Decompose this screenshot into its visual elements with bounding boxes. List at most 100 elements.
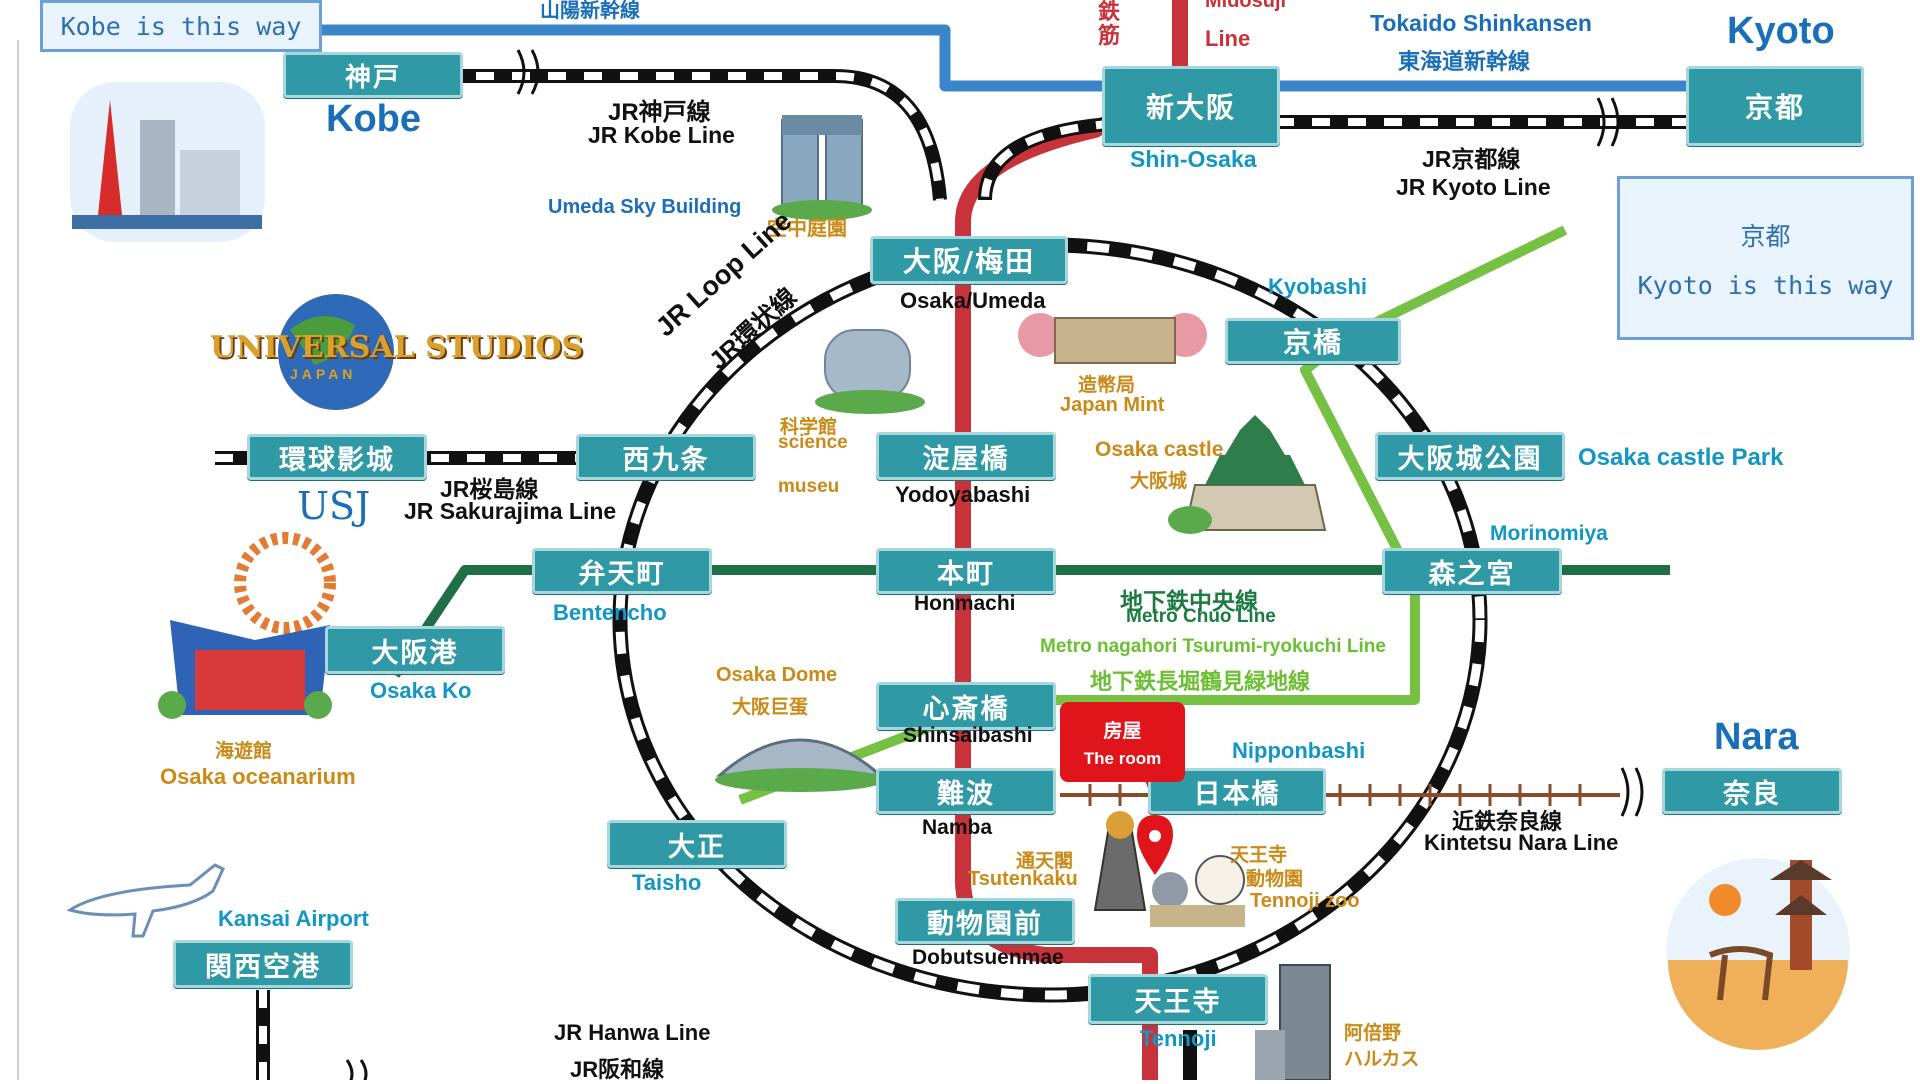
- tsutenkaku-illustration: [1093, 811, 1147, 911]
- midosuji-line: [955, 0, 1188, 1080]
- dome-en-label: Osaka Dome: [716, 664, 838, 686]
- jr-sakurajima-en-label: JR Sakurajima Line: [404, 498, 617, 524]
- zoo-jp1-label: 天王寺: [1230, 845, 1288, 866]
- airplane-illustration: [66, 863, 225, 938]
- yodoyabashi-en-label: Yodoyabashi: [895, 482, 1031, 507]
- nara-illustration: [1666, 858, 1850, 1050]
- station-honmachi-label: 本町: [937, 558, 995, 590]
- station-yodoyabashi-label: 淀屋橋: [922, 443, 1010, 475]
- osaka-castle-illustration: [1168, 415, 1327, 534]
- osaka-umeda-en-label: Osaka/Umeda: [900, 288, 1046, 313]
- kobe-direction-text: Kobe is this way: [60, 11, 302, 41]
- station-tennoji-label: 天王寺: [1134, 986, 1222, 1018]
- station-yodoyabashi[interactable]: 淀屋橋: [876, 432, 1056, 480]
- umeda-sky-building-illustration: [772, 115, 872, 220]
- aquarium-illustration: [158, 532, 336, 719]
- station-morinomiya-label: 森之宮: [1428, 558, 1516, 590]
- kyoto-direction-note: 京都 Kyoto is this way: [1617, 176, 1914, 340]
- station-honmachi[interactable]: 本町: [876, 548, 1056, 594]
- nara-big-label: Nara: [1714, 716, 1799, 758]
- aquarium-jp-label: 海遊館: [215, 741, 273, 762]
- honmachi-en-label: Honmachi: [914, 592, 1016, 615]
- station-kobe[interactable]: 神戸: [283, 52, 463, 98]
- sanyo-shinkansen-label: 山陽新幹線: [540, 0, 640, 22]
- shinkansen-line: [40, 24, 1690, 92]
- location-pin: [1137, 815, 1173, 875]
- station-nara-label: 奈良: [1723, 778, 1781, 810]
- bentencho-en-label: Bentencho: [553, 600, 667, 625]
- tokaido-en-label: Tokaido Shinkansen: [1370, 10, 1592, 36]
- usj-logo-sub: JAPAN: [290, 366, 357, 382]
- hanwa-jp-label: JR阪和線: [570, 1057, 665, 1082]
- station-osaka-umeda-label: 大阪/梅田: [902, 245, 1036, 278]
- station-namba[interactable]: 難波: [876, 768, 1056, 814]
- kyoto-direction-text: Kyoto is this way: [1637, 270, 1894, 300]
- station-osaka-umeda[interactable]: 大阪/梅田: [870, 236, 1068, 284]
- midosuji-en-label: Midosuji: [1205, 0, 1287, 12]
- station-kyoto-label: 京都: [1744, 91, 1805, 124]
- science-jp-label: 科学館: [780, 417, 838, 438]
- namba-en-label: Namba: [922, 816, 993, 839]
- midosuji-jp-label: 鉄 筋: [1098, 0, 1121, 48]
- midosuji-line-word: Line: [1205, 26, 1251, 51]
- castle-en-label: Osaka castle: [1095, 438, 1224, 461]
- usj-en-label: USJ: [297, 484, 371, 528]
- station-kyobashi-label: 京橋: [1282, 326, 1343, 359]
- station-kansai-airport-label: 関西空港: [205, 951, 321, 983]
- station-nara[interactable]: 奈良: [1662, 768, 1842, 814]
- jr-kobe-en-label: JR Kobe Line: [588, 122, 735, 148]
- kyobashi-en-label: Kyobashi: [1268, 274, 1368, 299]
- tokaido-jp-label: 東海道新幹線: [1398, 49, 1531, 74]
- station-osakako-label: 大阪港: [371, 637, 459, 669]
- line-break-marks: [345, 49, 1644, 1080]
- nagahori-en-label: Metro nagahori Tsurumi-ryokuchi Line: [1040, 636, 1386, 657]
- station-morinomiya[interactable]: 森之宮: [1382, 548, 1562, 594]
- dome-jp-label: 大阪巨蛋: [732, 697, 809, 718]
- zoo-en-label: Tennoji zoo: [1250, 890, 1360, 912]
- nipponbashi-en-label: Nipponbashi: [1232, 738, 1366, 763]
- station-shin-osaka[interactable]: 新大阪: [1102, 66, 1280, 146]
- station-shinsaibashi[interactable]: 心斎橋: [876, 682, 1056, 730]
- umeda-sky-jp-label: 空中庭園: [767, 218, 847, 240]
- station-dobutsuenmae-label: 動物園前: [927, 908, 1043, 940]
- station-namba-label: 難波: [937, 778, 995, 810]
- kintetsu-jp-label: 近鉄奈良線: [1452, 809, 1563, 834]
- morinomiya-en-label: Morinomiya: [1490, 522, 1608, 545]
- tsutenkaku-en-label: Tsutenkaku: [968, 868, 1078, 890]
- the-room-callout[interactable]: 房屋 The room: [1060, 702, 1185, 782]
- station-taisho-label: 大正: [668, 831, 726, 863]
- tennoji-zoo-illustration: [1150, 855, 1245, 927]
- station-kobe-label: 神戸: [344, 62, 401, 93]
- station-bentencho[interactable]: 弁天町: [532, 548, 712, 594]
- station-usj[interactable]: 環球影城: [247, 434, 427, 480]
- science-en1-label: science: [778, 432, 848, 453]
- dobutsuenmae-en-label: Dobutsuenmae: [912, 946, 1064, 969]
- usj-logo-text: UNIVERSAL STUDIOS: [210, 330, 584, 365]
- usj-logo: [278, 294, 394, 410]
- station-tennoji[interactable]: 天王寺: [1088, 974, 1268, 1024]
- mint-jp-label: 造幣局: [1078, 375, 1136, 396]
- station-shinsaibashi-label: 心斎橋: [922, 693, 1010, 725]
- kobe-en-label: Kobe: [326, 98, 421, 140]
- kobe-direction-note: Kobe is this way: [40, 0, 322, 52]
- station-bentencho-label: 弁天町: [578, 558, 666, 590]
- station-osakako[interactable]: 大阪港: [325, 626, 505, 674]
- castle-jp-label: 大阪城: [1130, 471, 1188, 492]
- station-kansai-airport[interactable]: 関西空港: [173, 940, 353, 988]
- station-dobutsuenmae[interactable]: 動物園前: [895, 898, 1075, 944]
- station-osakajokoen[interactable]: 大阪城公園: [1375, 432, 1565, 480]
- tsutenkaku-jp-label: 通天閣: [1016, 851, 1074, 872]
- station-osakajokoen-label: 大阪城公園: [1397, 443, 1543, 475]
- mint-en-label: Japan Mint: [1060, 394, 1165, 416]
- science-en2-label: museu: [778, 476, 840, 497]
- tennoji-en-label: Tennoji: [1140, 1026, 1217, 1051]
- station-nipponbashi-label: 日本橋: [1193, 778, 1281, 810]
- zoo-jp2-label: 動物園: [1246, 869, 1304, 890]
- station-kyoto[interactable]: 京都: [1686, 66, 1864, 146]
- chuo-jp-label: 地下鉄中央線: [1120, 588, 1258, 614]
- osaka-dome-illustration: [715, 738, 885, 792]
- the-room-en: The room: [1083, 748, 1162, 768]
- station-taisho[interactable]: 大正: [607, 820, 787, 868]
- station-kyobashi[interactable]: 京橋: [1225, 318, 1401, 364]
- station-nishikujo[interactable]: 西九条: [576, 434, 756, 480]
